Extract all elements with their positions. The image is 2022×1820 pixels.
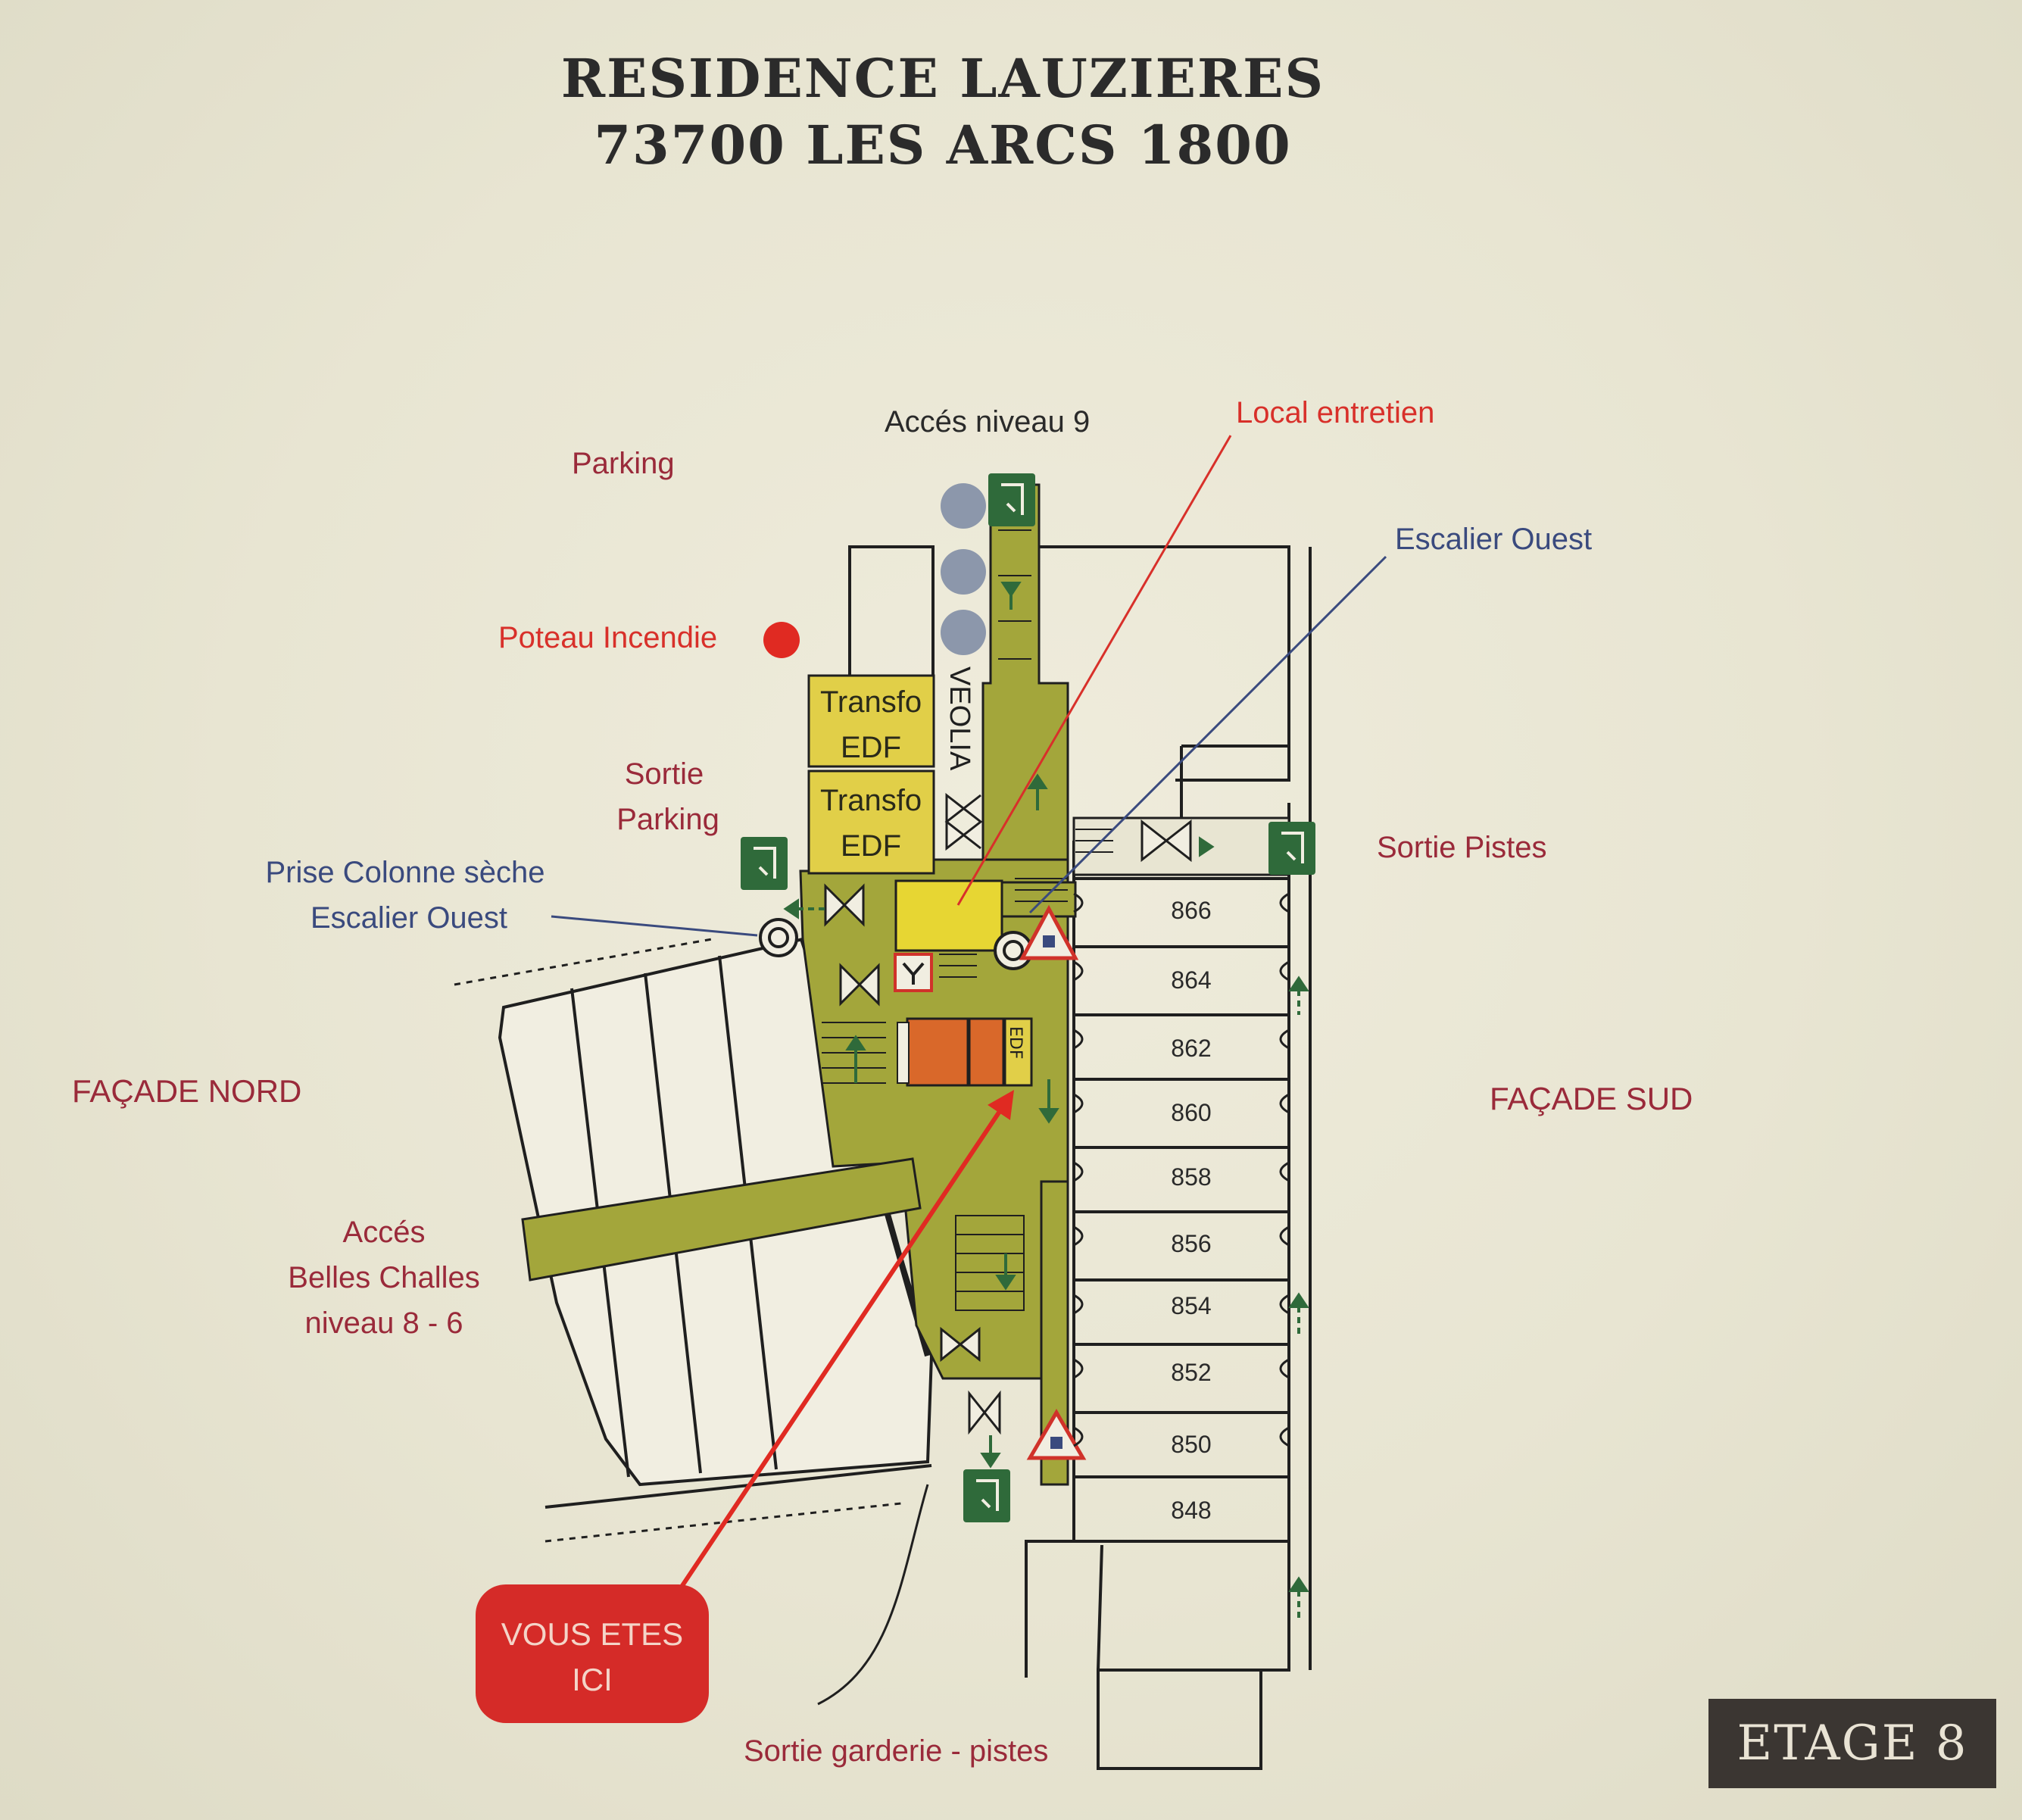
room-number: 860: [1171, 1099, 1211, 1126]
sortie-pistes-label: Sortie Pistes: [1377, 831, 1547, 864]
room-number: 850: [1171, 1431, 1211, 1458]
facade-nord-label: FAÇADE NORD: [72, 1073, 301, 1109]
acces-niveau-9-label: Accés niveau 9: [885, 405, 1090, 439]
escalier-ouest-leader: [1028, 555, 1387, 914]
title-line-1: RESIDENCE LAUZIERES: [560, 47, 1325, 110]
fire-door-icon: [824, 792, 1192, 1435]
transfo1-line1: Transfo: [820, 685, 922, 719]
you-are-here-line1: VOUS ETES: [501, 1616, 683, 1652]
title-line-2: 73700 LES ARCS 1800: [594, 114, 1292, 176]
room-number: 856: [1171, 1230, 1211, 1257]
prise-colonne-label-2: Escalier Ouest: [310, 901, 507, 935]
transfo2-line1: Transfo: [820, 784, 922, 817]
acces-belles-label-1: Accés: [343, 1216, 426, 1249]
floor-badge: ETAGE 8: [1708, 1699, 1996, 1788]
transfo2-line2: EDF: [841, 829, 901, 863]
veolia-label: VEOLIA: [944, 667, 975, 771]
escalier-ouest-label: Escalier Ouest: [1395, 523, 1592, 556]
room-number: 848: [1171, 1497, 1211, 1524]
stair-arrow-icon: [783, 582, 1309, 1621]
prise-colonne-leader: [551, 915, 758, 937]
local-entretien-leader: [956, 435, 1232, 906]
transfo1-line2: EDF: [841, 731, 901, 764]
you-are-here-line2: ICI: [572, 1662, 613, 1697]
transfo-boxes: [807, 674, 935, 875]
fire-hydrant-icon: [763, 622, 800, 658]
warning-triangle-icon: [1019, 904, 1087, 1460]
you-are-here-arrow-icon: [679, 1090, 1015, 1588]
facade-sud-label: FAÇADE SUD: [1490, 1081, 1693, 1116]
room-number: 852: [1171, 1359, 1211, 1386]
building-outline: [848, 545, 1312, 1770]
room-number: 854: [1171, 1292, 1211, 1319]
local-entretien-room: [894, 879, 1003, 952]
acces-belles-label-2: Belles Challes: [288, 1261, 479, 1294]
sortie-parking-label-1: Sortie: [625, 757, 704, 791]
parking-label: Parking: [572, 447, 675, 480]
room-number: 866: [1171, 897, 1211, 924]
valve-icon: [894, 953, 933, 992]
room-number: 858: [1171, 1163, 1211, 1191]
edf-panel: [897, 1017, 1033, 1087]
veolia-tanks: [941, 483, 986, 655]
sortie-parking-label-2: Parking: [616, 803, 719, 836]
poteau-incendie-label: Poteau Incendie: [498, 621, 717, 654]
acces-belles-label-3: niveau 8 - 6: [304, 1306, 463, 1340]
edf-label: EDF: [1006, 1026, 1025, 1060]
you-are-here-badge: [476, 1584, 709, 1723]
local-entretien-label: Local entretien: [1236, 396, 1434, 429]
room-number: 862: [1171, 1035, 1211, 1062]
room-number: 864: [1171, 966, 1211, 994]
corridors: [521, 483, 1290, 1486]
sortie-garderie-label: Sortie garderie - pistes: [744, 1734, 1048, 1768]
prise-colonne-label-1: Prise Colonne sèche: [265, 856, 545, 889]
garderie-path: [817, 1484, 929, 1706]
